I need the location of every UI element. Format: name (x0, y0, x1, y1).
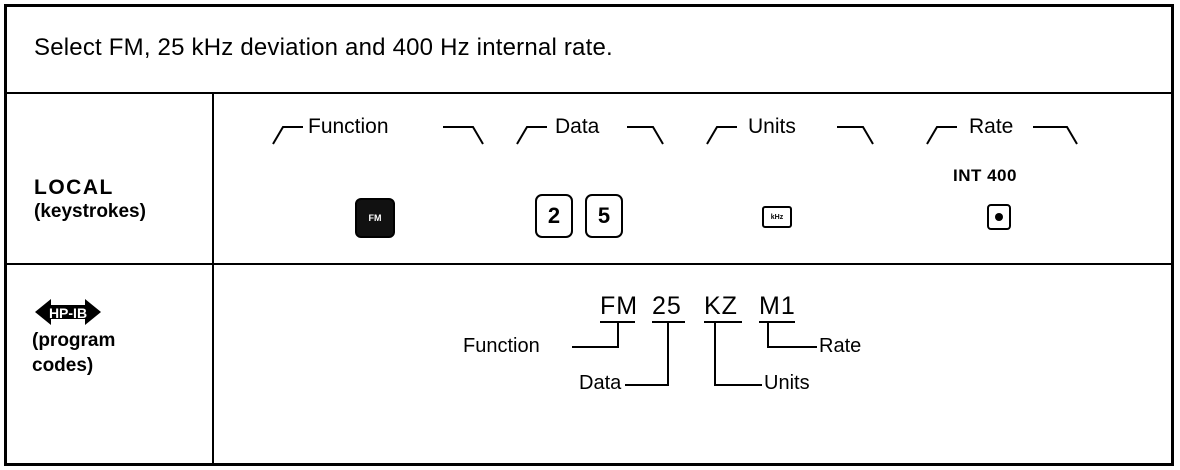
group-label-rate: Rate (966, 115, 1017, 139)
int-400-key[interactable] (987, 204, 1011, 230)
hpib-badge-icon: HP-IB (35, 299, 101, 325)
column-divider (212, 94, 214, 463)
int-400-label: INT 400 (953, 166, 1017, 185)
fm-key[interactable]: FM (355, 198, 395, 238)
digit-2-key[interactable]: 2 (535, 194, 573, 238)
instruction-row: Select FM, 25 kHz deviation and 400 Hz i… (7, 7, 1171, 94)
callout-rate: Rate (819, 335, 862, 357)
callout-units: Units (764, 372, 810, 394)
local-sublabel: (keystrokes) (34, 201, 146, 222)
hpib-badge-text: HP-IB (49, 305, 87, 321)
group-brackets (272, 126, 1078, 145)
group-label-function: Function (305, 115, 392, 139)
hpib-row: HP-IB (program codes) FM 25 KZ M1 Functi… (7, 265, 1171, 463)
callout-function: Function (463, 335, 540, 357)
local-row: LOCAL (keystrokes) Function Data Units R… (7, 94, 1171, 265)
hpib-sublabel-1: (program (32, 330, 116, 351)
code-units: KZ (704, 292, 738, 320)
code-function: FM (600, 292, 639, 320)
callout-data: Data (579, 372, 622, 394)
group-label-data: Data (552, 115, 603, 139)
local-label: LOCAL (34, 176, 114, 199)
hpib-sublabel-2: codes) (32, 355, 94, 376)
instruction-table: Select FM, 25 kHz deviation and 400 Hz i… (4, 4, 1174, 466)
callout-lines (572, 321, 817, 386)
key-dot-icon (995, 213, 1003, 221)
khz-key[interactable]: kHz (762, 206, 792, 228)
instruction-text: Select FM, 25 kHz deviation and 400 Hz i… (34, 34, 613, 61)
digit-5-key[interactable]: 5 (585, 194, 623, 238)
code-rate: M1 (759, 292, 796, 320)
code-data: 25 (652, 292, 682, 320)
group-label-units: Units (745, 115, 799, 139)
